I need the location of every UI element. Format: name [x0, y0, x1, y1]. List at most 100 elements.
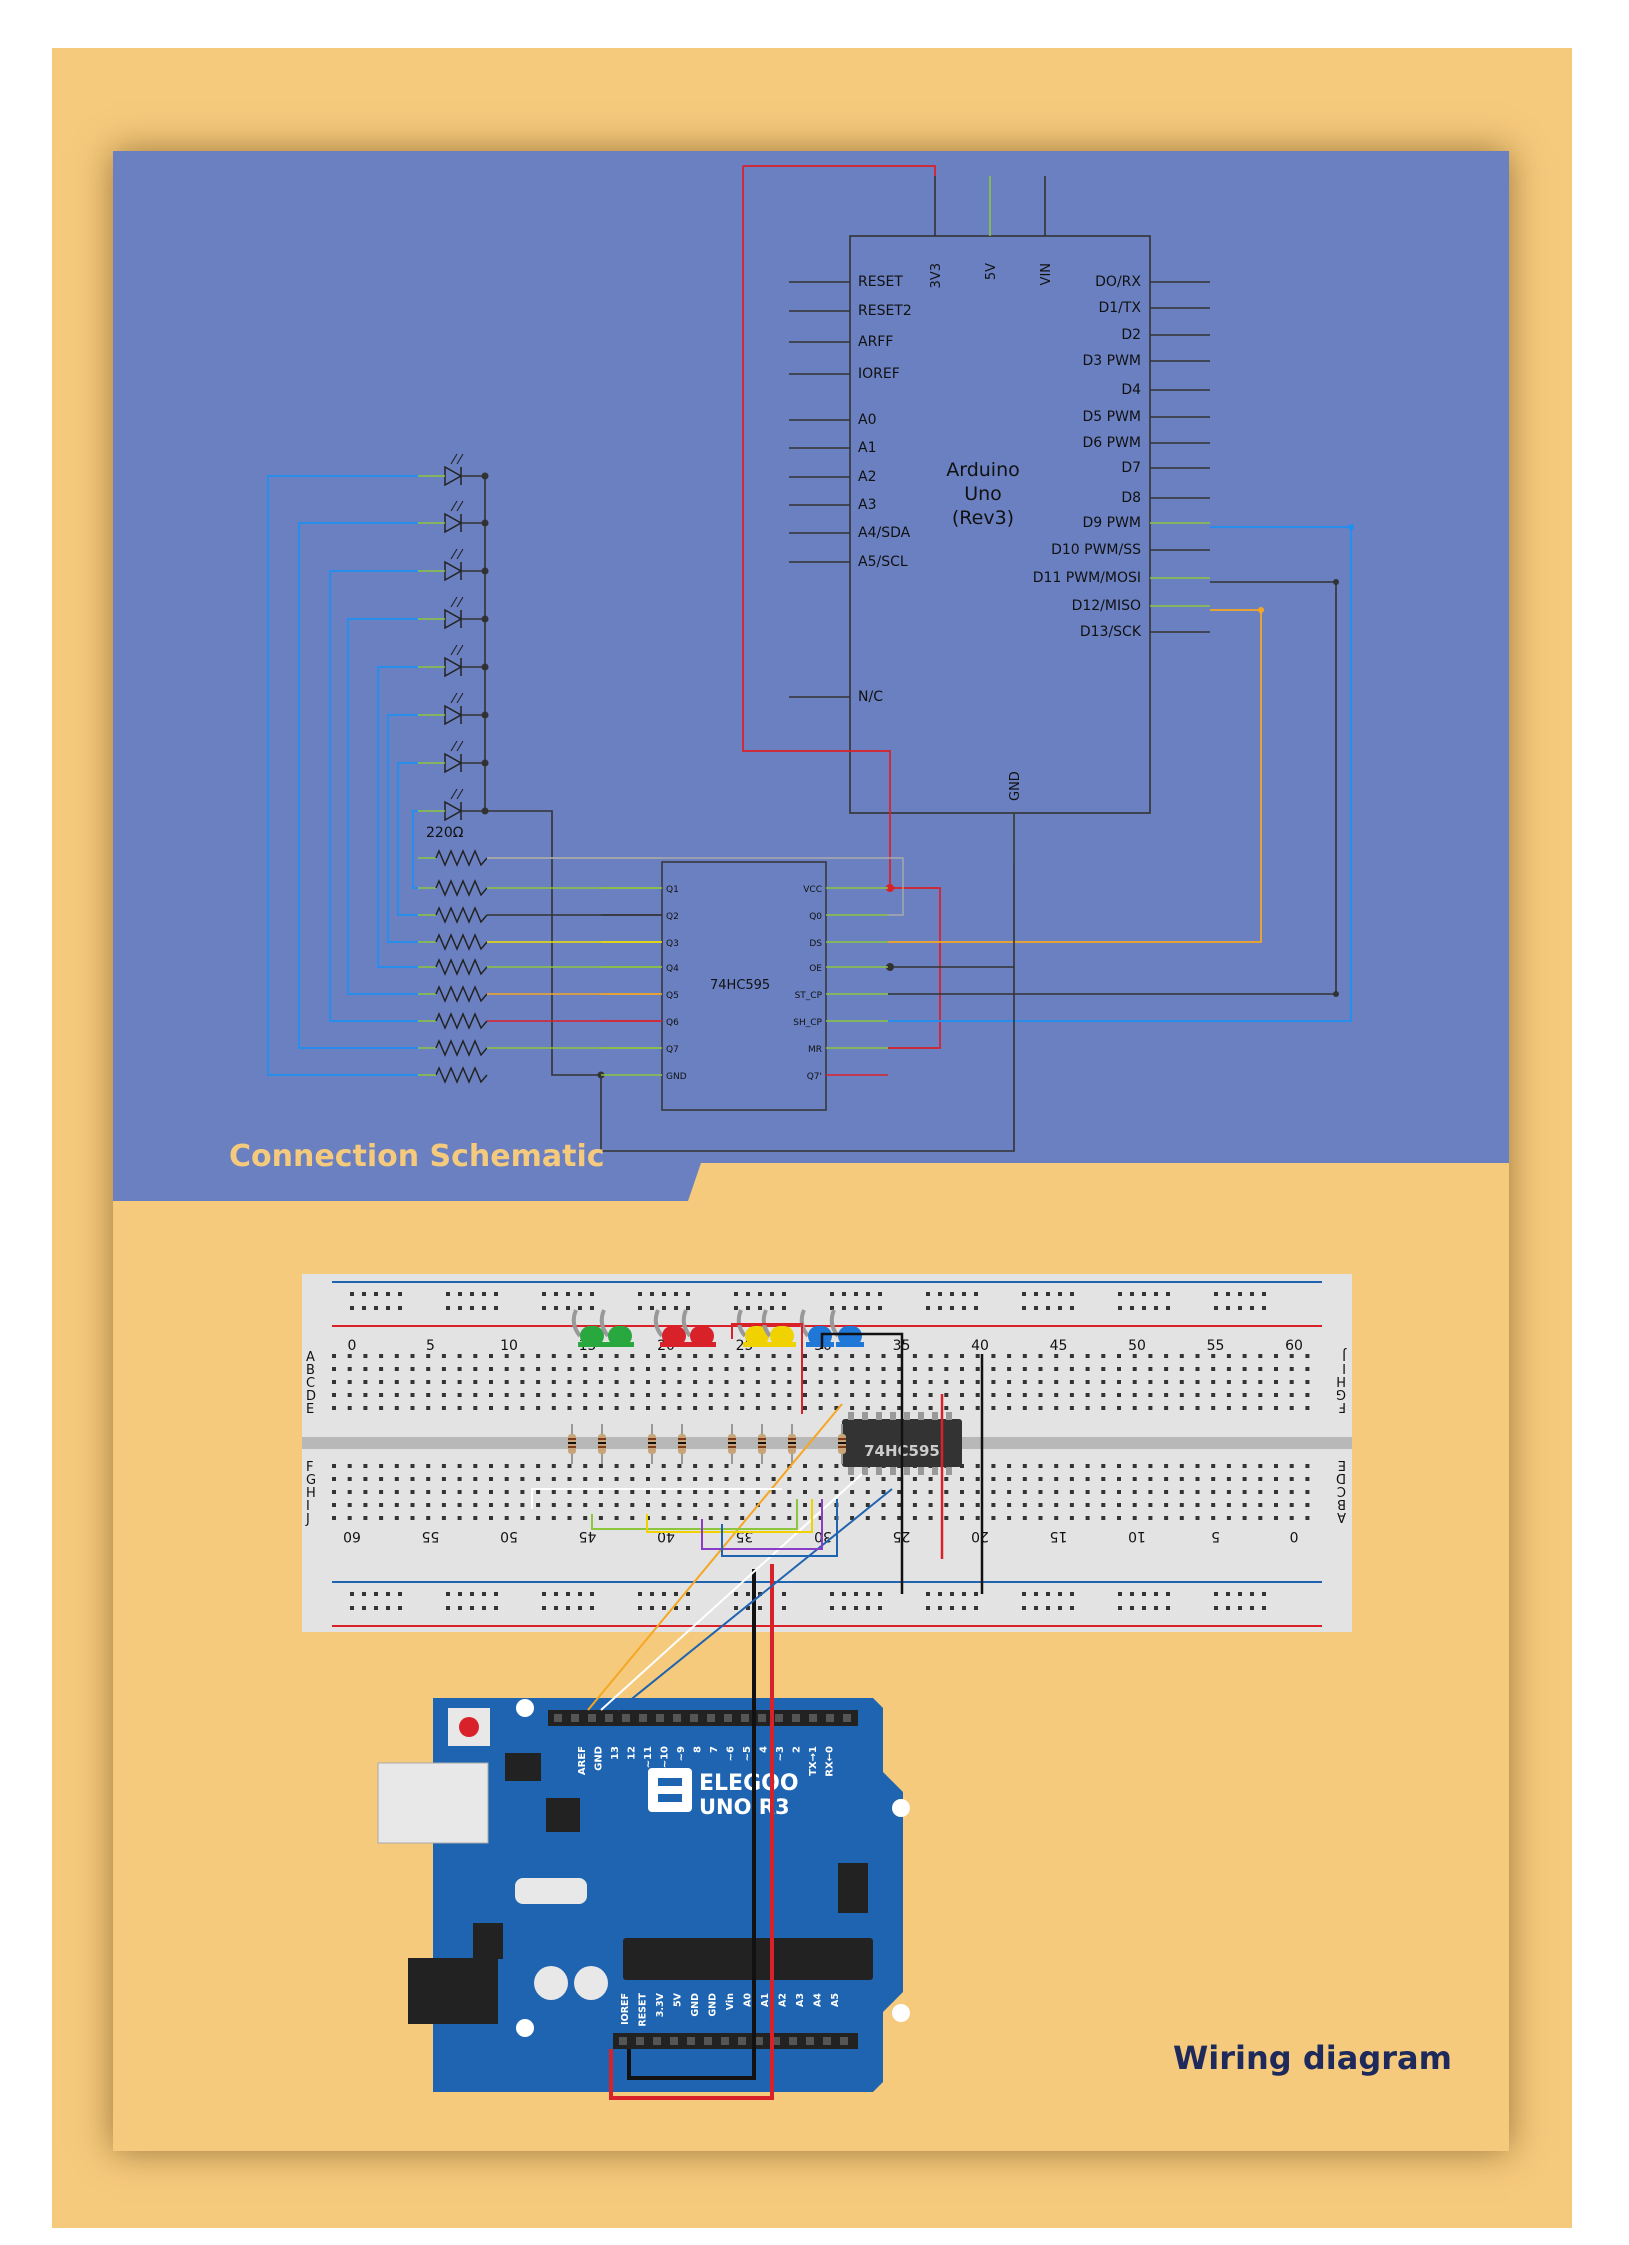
terminal-hole: [1258, 1354, 1263, 1358]
terminal-hole: [818, 1464, 823, 1468]
terminal-hole: [991, 1393, 996, 1397]
led-symbol: [444, 704, 463, 726]
terminal-hole: [928, 1393, 933, 1397]
rail-hole: [470, 1306, 474, 1310]
terminal-hole: [865, 1503, 870, 1507]
terminal-hole: [457, 1464, 462, 1468]
terminal-hole: [426, 1503, 431, 1507]
terminal-hole: [1195, 1503, 1200, 1507]
jumper-wire: [820, 1332, 904, 1594]
top-header-label: 12: [627, 1746, 638, 1760]
led-leg: [653, 1309, 664, 1338]
terminal-hole: [1085, 1503, 1090, 1507]
terminal-hole: [991, 1516, 996, 1520]
rail-hole: [590, 1292, 594, 1296]
main-chip: [623, 1938, 873, 1980]
junction-dot: [1333, 579, 1339, 585]
rail-hole: [926, 1292, 930, 1296]
terminal-hole: [1085, 1464, 1090, 1468]
terminal-hole: [771, 1490, 776, 1494]
rail-hole: [1058, 1606, 1062, 1610]
terminal-hole: [708, 1367, 713, 1371]
header-pin: [571, 1714, 579, 1722]
rail-hole: [1250, 1292, 1254, 1296]
breadboard-led: [808, 1326, 832, 1346]
bottom-header-label: GND: [690, 1993, 701, 2017]
chip-pin: [890, 1467, 896, 1475]
terminal-hole: [677, 1516, 682, 1520]
terminal-hole: [944, 1490, 949, 1494]
terminal-hole: [1148, 1354, 1153, 1358]
terminal-hole: [1179, 1354, 1184, 1358]
terminal-hole: [818, 1516, 823, 1520]
terminal-hole: [865, 1516, 870, 1520]
terminal-hole: [332, 1367, 336, 1371]
rail-hole: [1214, 1592, 1218, 1596]
terminal-hole: [473, 1393, 478, 1397]
terminal-hole: [960, 1490, 964, 1494]
terminal-hole: [332, 1380, 336, 1384]
terminal-hole: [1132, 1464, 1137, 1468]
led-arrow: [450, 692, 458, 704]
rail-hole: [386, 1292, 390, 1296]
terminal-hole: [724, 1380, 729, 1384]
shift-register-left-pin-label: Q7: [666, 1045, 679, 1055]
terminal-hole: [1117, 1516, 1121, 1520]
terminal-hole: [1164, 1380, 1169, 1384]
terminal-hole: [740, 1464, 745, 1468]
arduino-name-label: (Rev3): [952, 507, 1014, 529]
terminal-hole: [991, 1464, 996, 1468]
top-header-label: GND: [594, 1746, 605, 1771]
terminal-hole: [1132, 1354, 1137, 1358]
terminal-hole: [1274, 1380, 1278, 1384]
terminal-hole: [975, 1477, 980, 1481]
resistor-zigzag: [435, 879, 488, 897]
terminal-hole: [661, 1354, 666, 1358]
header-pin: [687, 2037, 695, 2045]
ds-wire: [888, 609, 1262, 943]
terminal-hole: [1022, 1490, 1027, 1494]
led-arrow: [456, 644, 464, 656]
resistor-band: [758, 1446, 766, 1448]
terminal-hole: [1211, 1367, 1216, 1371]
terminal-hole: [567, 1477, 572, 1481]
arduino-left-pin-label: IOREF: [858, 366, 900, 382]
terminal-hole: [1101, 1516, 1106, 1520]
terminal-hole: [865, 1406, 870, 1410]
terminal-hole: [614, 1516, 619, 1520]
shift-register-left-pin-label: GND: [666, 1072, 687, 1082]
row-letter-left: A: [306, 1350, 315, 1365]
shift-register-right-pin-label: VCC: [803, 885, 822, 895]
rail-hole: [1070, 1592, 1074, 1596]
rail-hole: [770, 1306, 774, 1310]
terminal-hole: [771, 1477, 776, 1481]
terminal-hole: [944, 1380, 949, 1384]
terminal-hole: [834, 1490, 839, 1494]
terminal-hole: [646, 1354, 650, 1358]
rail-hole: [926, 1606, 930, 1610]
terminal-hole: [1117, 1367, 1121, 1371]
terminal-hole: [426, 1380, 431, 1384]
rail-hole: [494, 1606, 498, 1610]
top-header-label: 2: [792, 1746, 803, 1753]
rail-hole: [674, 1592, 678, 1596]
terminal-hole: [504, 1380, 509, 1384]
rail-hole: [482, 1292, 486, 1296]
rail-hole: [458, 1606, 462, 1610]
terminal-hole: [426, 1477, 431, 1481]
terminal-hole: [1132, 1393, 1137, 1397]
terminal-hole: [347, 1367, 352, 1371]
terminal-hole: [740, 1380, 745, 1384]
terminal-hole: [473, 1464, 478, 1468]
terminal-hole: [394, 1490, 399, 1494]
top-header-label: ~5: [742, 1746, 753, 1761]
schematic-wires: [267, 165, 1354, 1152]
breadboard-led-rim: [606, 1342, 634, 1347]
terminal-hole: [944, 1477, 949, 1481]
terminal-hole: [1101, 1354, 1106, 1358]
terminal-hole: [598, 1477, 603, 1481]
chip-pin: [946, 1412, 952, 1420]
rail-hole: [1022, 1592, 1026, 1596]
header-pin: [755, 2037, 763, 2045]
